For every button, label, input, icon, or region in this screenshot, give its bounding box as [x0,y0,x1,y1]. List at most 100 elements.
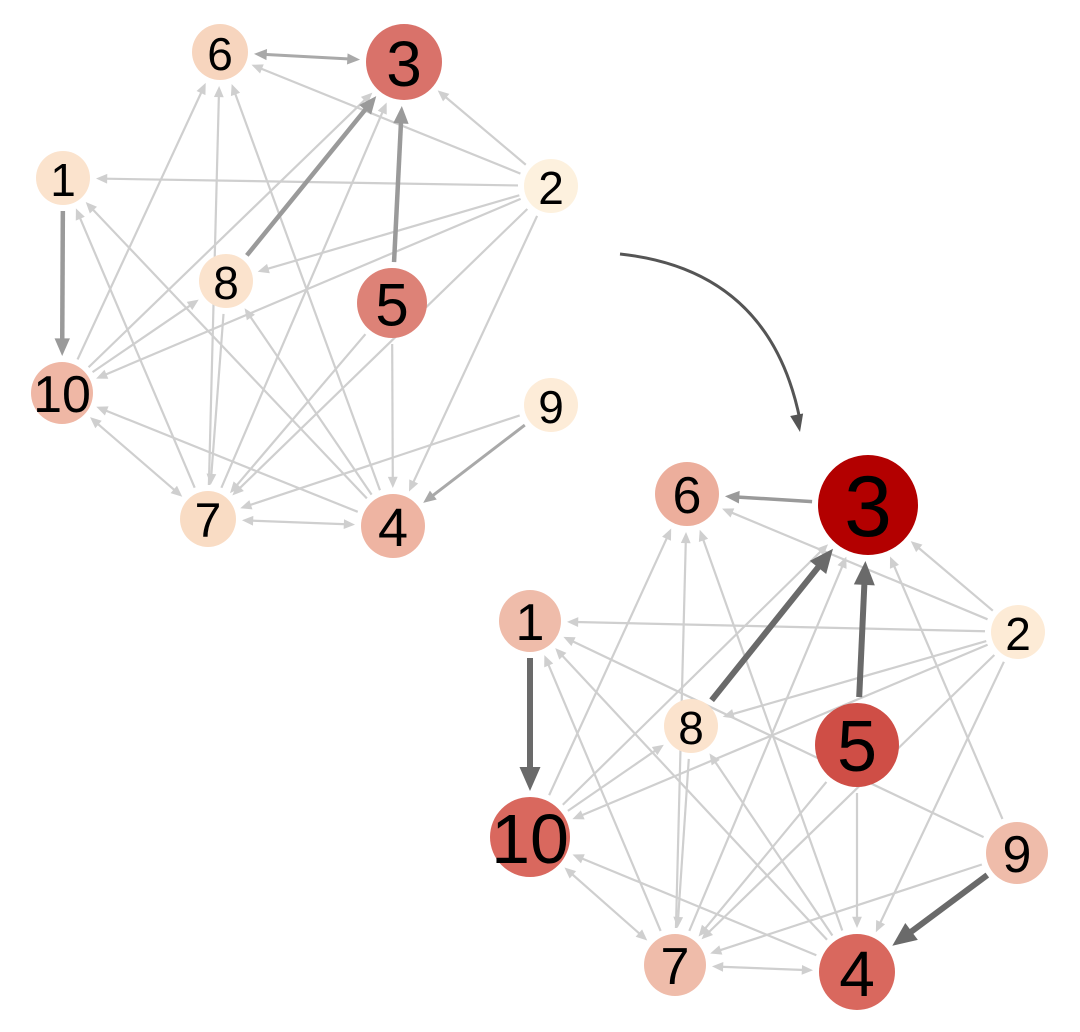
edge-2-to-1 [95,173,519,187]
edge-arrowhead [360,92,373,104]
edge-4-to-8 [244,308,373,496]
node-circle [199,254,253,308]
node-5: 5 [815,703,899,787]
graph-before-edges [54,48,539,530]
edge-line [548,536,669,796]
edge-1-to-10 [519,658,541,791]
edge-arrowhead [651,744,664,756]
edge-line [443,95,527,166]
edge-line [905,872,990,937]
node-circle [986,822,1048,884]
node-4: 4 [819,934,895,1010]
edge-line [676,758,690,920]
edge-5-to-3 [853,560,875,698]
edge-arrowhead [387,476,398,489]
edge-line [59,210,66,342]
edge-line [245,105,370,257]
edge-arrowhead [230,481,242,494]
node-label: 5 [837,707,877,787]
node-label: 7 [661,938,690,996]
edge-4-to-6 [230,83,382,491]
edge-9-to-3 [889,556,1004,820]
edge-arrowhead [852,916,862,928]
node-circle [366,24,442,100]
edge-line [713,760,834,937]
edge-4-to-7 [711,961,814,975]
node-label: 10 [33,366,91,424]
node-label: 8 [678,702,704,754]
edge-arrowhead [853,560,875,586]
edge-arrowhead [196,82,206,96]
node-9: 9 [986,822,1048,884]
edge-arrowhead [564,867,577,879]
edge-arrowhead [563,636,576,647]
node-label: 2 [538,162,564,214]
node-circle [361,494,425,558]
edge-arrowhead [96,369,109,379]
node-1: 1 [499,590,561,652]
edge-2-to-3 [437,90,527,166]
node-label: 10 [491,800,569,878]
node-label: 3 [844,459,892,555]
edge-7-to-1 [75,208,196,489]
edge-arrowhead [423,490,437,503]
edge-arrowhead [257,263,270,274]
edge-line [248,414,521,507]
node-8: 8 [199,254,253,309]
edge-arrowhead [572,810,585,820]
node-5: 5 [357,268,427,339]
edge-arrowhead [892,922,918,946]
node-circle [524,159,578,213]
edge-arrowhead [253,48,268,61]
edge-arrowhead [186,299,199,310]
edge-arrowhead [519,767,541,791]
edge-arrowhead [232,483,244,496]
node-4: 4 [361,494,425,558]
edge-8-to-3 [709,548,833,703]
edge-3-to-6 [253,48,361,65]
edge-line [567,748,658,812]
edge-line [703,781,828,931]
edge-line [411,215,539,484]
node-circle [524,378,578,432]
edge-arrowhead [635,929,648,941]
edge-arrowhead [230,83,241,97]
edge-line [720,965,805,972]
edge-arrowhead [54,338,70,357]
edge-1-to-10 [54,210,70,357]
edge-line [250,519,347,526]
edge-9-to-1 [563,636,985,839]
node-circle [644,934,706,996]
node-circle [819,934,895,1010]
node-9: 9 [524,378,578,433]
edge-line [235,333,367,488]
edge-3-to-6 [724,490,813,504]
edge-line [562,549,823,806]
edge-line [264,52,350,61]
edge-line [736,495,813,504]
edge-7-to-10 [564,867,648,941]
edge-10-to-3 [87,92,373,369]
node-8: 8 [664,699,718,754]
edge-2-to-10 [96,197,522,379]
edge-line [238,208,529,490]
edge-line [580,856,817,957]
edge-arrowhead [409,479,419,492]
edge-line [570,872,642,936]
edge-4-to-8 [709,753,834,937]
edge-arrowhead [206,473,217,486]
node-label: 4 [839,938,875,1010]
edge-9-to-4 [423,423,526,503]
edge-line [709,561,824,703]
node-1: 1 [36,151,90,206]
edge-arrowhead [709,753,720,766]
node-circle [180,491,236,547]
edge-10-to-3 [562,544,829,806]
edge-line [701,537,844,931]
node-6: 6 [655,462,719,526]
node-circle [192,24,248,80]
edge-arrowhead [801,964,814,975]
node-label: 9 [1003,826,1032,884]
